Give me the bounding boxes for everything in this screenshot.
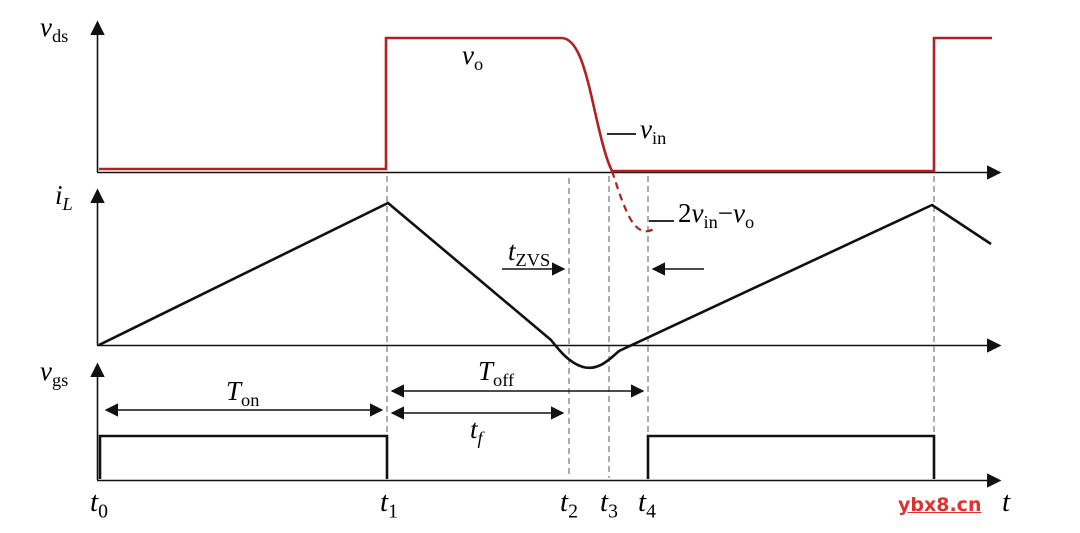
time-label-t2: t2 (560, 486, 578, 523)
il-trace (98, 201, 992, 370)
vgs-trace (98, 434, 936, 479)
time-label-t0: t0 (90, 486, 108, 523)
vds-resonant-dashed-trace (610, 170, 657, 233)
vo-level-label: vo (462, 40, 484, 74)
tf-interval-label: tf (470, 414, 483, 448)
toff-interval-label: Toff (478, 356, 515, 390)
time-label-t4: t4 (638, 486, 656, 523)
time-label-t3: t3 (600, 486, 618, 523)
ton-interval-label: Ton (226, 376, 260, 410)
time-axis-label: t (1002, 486, 1011, 518)
vin-level-label: vin (640, 114, 667, 148)
tzvs-interval-label: tZVS (508, 236, 551, 270)
watermark-text: ybx8.cn (898, 494, 982, 516)
vgs-axis-label: vgs (40, 356, 69, 390)
time-label-t1: t1 (380, 486, 398, 523)
il-axis-label: iL (55, 180, 73, 214)
vds-axis-label: vds (40, 12, 69, 46)
vds-trace (99, 36, 992, 173)
two-vin-vo-level-label: 2vin−vo (678, 198, 755, 232)
